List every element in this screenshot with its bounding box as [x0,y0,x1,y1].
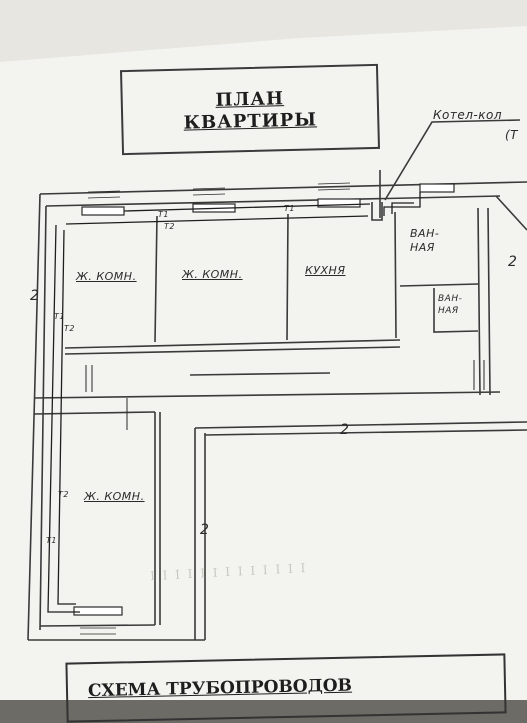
radiator-room3 [73,606,123,616]
window-mark-1 [87,190,121,199]
pipe-supply-top [123,203,371,212]
window-mark-2 [192,187,226,196]
room-label-toilet-1: ВАН- [438,294,463,304]
pipe-boiler-link [383,192,421,216]
room-label-bedroom-3: Ж. КОМН. [84,490,145,503]
bottom-title-frame: СХЕМА ТРУБОПРОВОДОВ [65,653,507,723]
boiler-label-tail: (Т [505,128,519,142]
tick-3 [473,360,485,390]
corridor-line [189,372,331,376]
pipe-tag-t2-top: Т2 [164,222,175,231]
outer-wall-top-inner [45,195,501,207]
boiler-label: Котел-кол [433,108,502,122]
radiator-kitchen [317,198,361,208]
paper-sheet [0,26,527,700]
wall-kitchen-bath [394,211,397,339]
window-mark-3 [317,182,351,191]
pipe-tag-t2-lower: Т2 [58,490,69,499]
floor-plan-drawing [27,119,527,641]
bottom-title: СХЕМА ТРУБОПРОВОДОВ [87,675,353,702]
pipe-return-top [65,215,369,225]
room-label-toilet-2: НАЯ [438,306,459,316]
bottom-wall-inner [39,624,156,627]
room-label-bath-2: НАЯ [410,241,435,254]
bath-right-wall [477,207,481,396]
room-label-kitchen: КУХНЯ [305,264,346,277]
boiler-vent [371,202,383,221]
mid-horizontal-wall-2 [33,411,156,415]
mid-horizontal-wall [33,391,501,399]
bath-right-wall-2 [487,207,491,396]
pipe-tag-t1-top: Т1 [158,210,169,219]
bath-split [399,283,479,287]
outer-wall-left-inner [39,205,47,631]
room-label-bath-1: ВАН- [410,227,440,240]
radiator-bath [419,183,455,193]
break-mark-left: 2 [30,288,40,304]
pipe-tag-t2-left: Т2 [64,324,75,333]
wall-room1-room2 [154,215,158,343]
pipe-tag-t1-left: Т1 [54,312,65,321]
break-mark-corridor: 2 [340,422,350,438]
rooms-bottom-wall-2 [64,346,401,355]
pipe-boiler-link-2 [391,202,414,214]
toilet-box [433,288,479,333]
corridor-outer-wall-inner [204,429,527,436]
pipe-tag-t1-top-2: Т1 [284,204,295,213]
rooms-bottom-wall [64,339,401,349]
room-label-bedroom-1: Ж. КОМН. [76,270,137,283]
window-mark-4 [80,627,116,635]
tick-1 [85,365,93,392]
corridor-outer-wall [194,421,527,429]
break-mark-right: 2 [508,254,518,270]
break-mark-lower: 2 [200,522,210,538]
pipe-supply-left [47,224,80,613]
room-label-bedroom-2: Ж. КОМН. [182,268,243,281]
title-frame: ПЛАН КВАРТИРЫ [120,63,380,156]
boiler-leader [384,119,521,201]
radiator-room1 [81,206,125,216]
wall-room2-kitchen [286,213,289,341]
right-stub [495,195,527,231]
outer-wall-left [27,193,41,641]
pipe-return-left [57,229,76,605]
pipe-tag-t1-lower: Т1 [46,536,57,545]
